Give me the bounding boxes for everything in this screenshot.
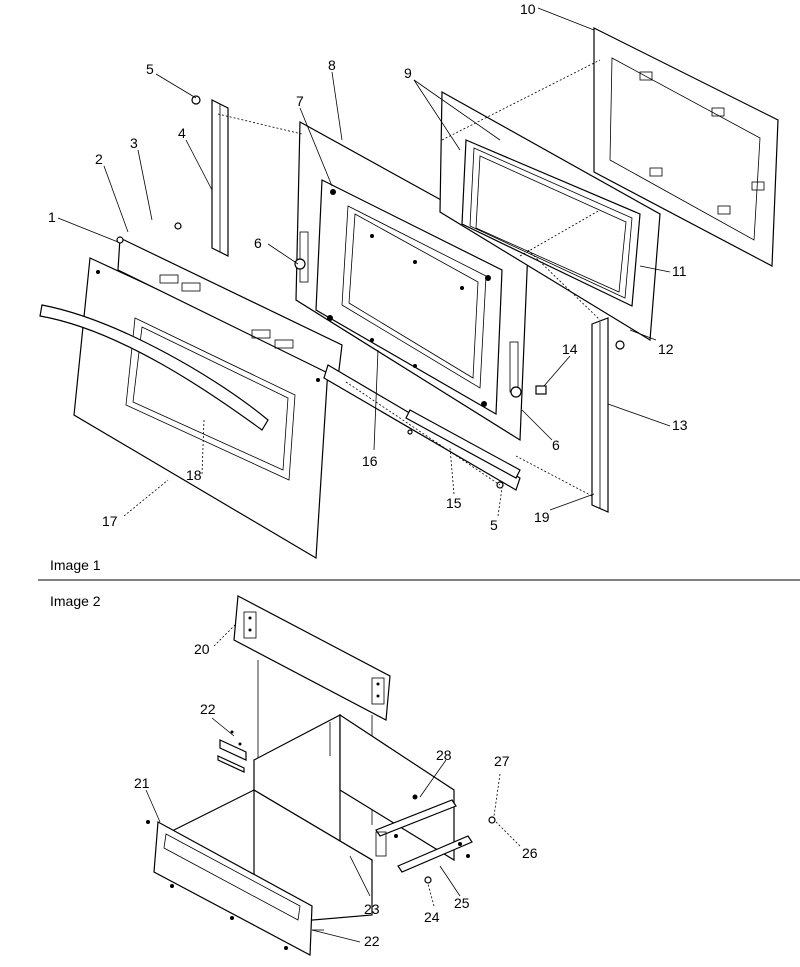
callout-28: 28 — [436, 747, 452, 763]
assembly-guides — [217, 59, 601, 497]
callout-1: 1 — [48, 209, 56, 225]
callout-22b-leader — [311, 929, 361, 943]
callout-25: 25 — [454, 895, 470, 911]
callout-leaders-image-1 — [57, 7, 671, 517]
inner-door-liner — [295, 120, 529, 442]
drawer-front — [146, 820, 313, 956]
callout-16: 16 — [362, 453, 378, 469]
callout-10: 10 — [520, 1, 536, 17]
callout-6b: 6 — [552, 437, 560, 453]
callout-6a: 6 — [254, 235, 262, 251]
callout-26: 26 — [522, 845, 538, 861]
callout-5a: 5 — [146, 61, 154, 77]
callout-23: 23 — [364, 901, 380, 917]
callout-5b: 5 — [490, 517, 498, 533]
callout-labels-image-1: 1 2 3 4 5 6 7 8 9 10 11 12 13 14 6 16 15… — [48, 1, 688, 533]
callout-leaders-image-2 — [145, 623, 521, 931]
drawer-slide-rail — [375, 799, 473, 873]
callout-21: 21 — [134, 775, 150, 791]
callout-19: 19 — [534, 509, 550, 525]
bottom-strip — [323, 364, 521, 491]
callout-9: 9 — [404, 65, 412, 81]
door-handle — [39, 304, 269, 431]
fasteners — [116, 95, 625, 489]
callout-8: 8 — [328, 57, 336, 73]
top-trim — [117, 237, 343, 379]
callout-2: 2 — [95, 151, 103, 167]
callout-11: 11 — [672, 263, 687, 279]
callout-14: 14 — [562, 341, 578, 357]
callout-20: 20 — [194, 641, 210, 657]
callout-27: 27 — [494, 753, 510, 769]
callout-labels-image-2: 20 22 21 28 27 26 23 25 24 22 — [134, 641, 538, 949]
drawer-back-panel — [233, 595, 391, 721]
callout-22a: 22 — [200, 701, 216, 717]
callout-13: 13 — [672, 417, 688, 433]
callout-24: 24 — [424, 909, 440, 925]
callout-22b: 22 — [364, 933, 380, 949]
callout-12: 12 — [658, 341, 674, 357]
left-side-channel — [211, 99, 229, 257]
fasteners-image-2 — [424, 816, 496, 884]
callout-4: 4 — [178, 125, 186, 141]
callout-17: 17 — [102, 513, 118, 529]
callout-18: 18 — [186, 467, 202, 483]
drawer-body — [168, 713, 455, 926]
panel-label-image-1: Image 1 — [50, 557, 101, 573]
callout-15: 15 — [446, 495, 462, 511]
inner-glass-pack — [439, 90, 661, 342]
callout-7: 7 — [296, 93, 304, 109]
right-side-channel — [591, 317, 609, 513]
panel-label-image-2: Image 2 — [50, 593, 101, 609]
callout-3: 3 — [130, 135, 138, 151]
door-frame — [593, 27, 779, 267]
drawer-brackets — [217, 730, 247, 773]
